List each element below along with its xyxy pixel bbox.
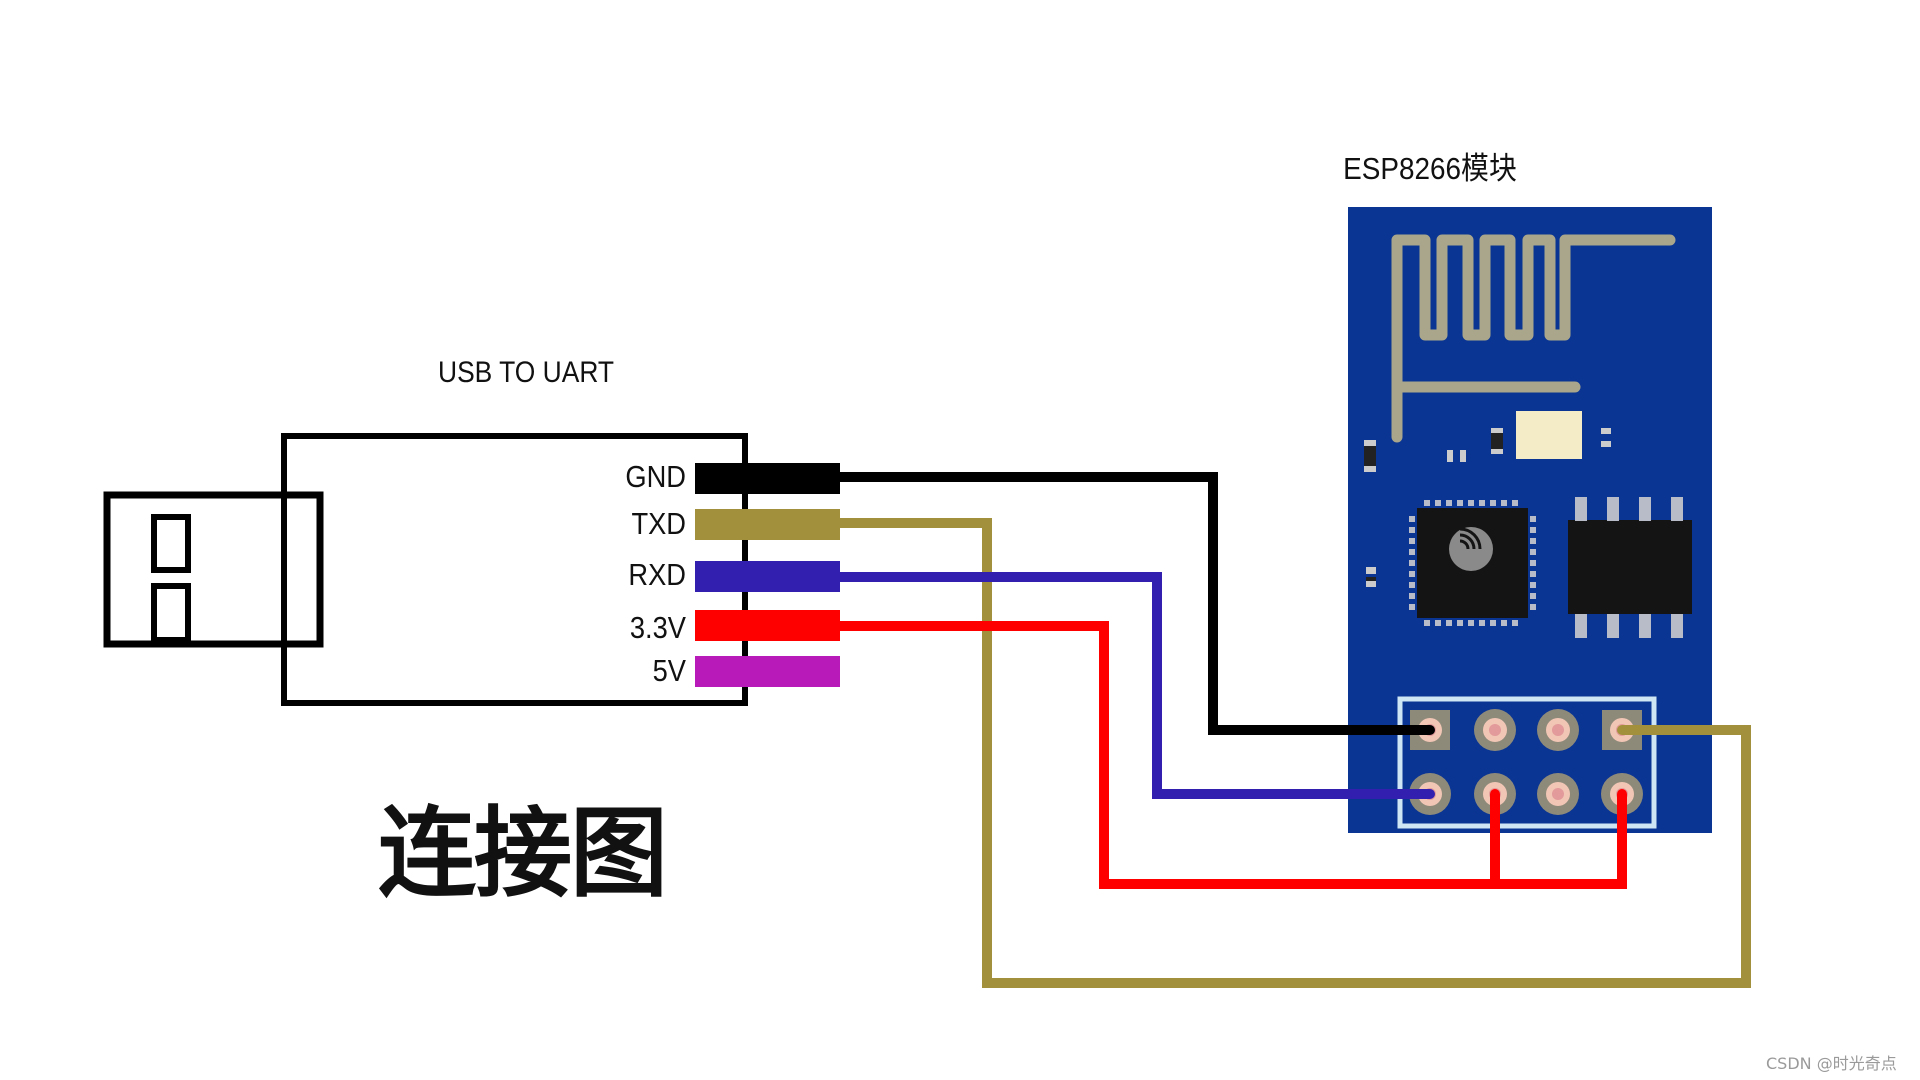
usb-uart-label: USB TO UART — [438, 356, 615, 389]
pin-bar-txd — [695, 509, 840, 540]
pin-label-rxd: RXD — [628, 557, 686, 592]
smd-component — [1447, 450, 1453, 462]
esp8266-label: ESP8266模块 — [1343, 151, 1517, 186]
wire-gnd — [840, 472, 1430, 735]
flash-chip — [1568, 497, 1692, 638]
esp8266-board — [1348, 207, 1712, 833]
smd-component — [1366, 567, 1376, 574]
header-pin — [1552, 788, 1564, 800]
smd-component — [1601, 428, 1611, 434]
pin-bar-rxd — [695, 561, 840, 592]
espressif-logo-icon — [1449, 527, 1493, 571]
pin-bars — [695, 463, 840, 687]
esp8266-chip — [1409, 500, 1536, 626]
usb-plug-outline — [103, 491, 324, 648]
usb-contact-top — [151, 514, 191, 573]
pin-label-txd: TXD — [631, 506, 686, 541]
usb-contact-bottom — [151, 583, 191, 643]
wire-endpoints — [1335, 725, 1717, 889]
led-pad — [1516, 411, 1582, 459]
wire-txd — [840, 518, 1751, 988]
usb-plug — [103, 491, 324, 648]
watermark: CSDN @时光奇点 — [1766, 1054, 1897, 1073]
pin-bar-5v — [695, 656, 840, 687]
diagram-title: 连接图 — [378, 797, 668, 911]
header-pin — [1552, 724, 1564, 736]
pcb-antenna — [1391, 234, 1676, 443]
chip-body — [1568, 520, 1692, 614]
smd-component — [1491, 430, 1503, 452]
pin-bar-gnd — [695, 463, 840, 494]
smd-component — [1364, 444, 1376, 468]
pin-header-outline — [1397, 696, 1657, 829]
wire-rxd — [840, 572, 1430, 799]
header-pin — [1489, 724, 1501, 736]
pin-label-5v: 5V — [652, 653, 686, 688]
pin-label-gnd: GND — [625, 459, 686, 494]
pin-label-3v3: 3.3V — [629, 610, 686, 645]
pin-bar-33v — [695, 610, 840, 641]
